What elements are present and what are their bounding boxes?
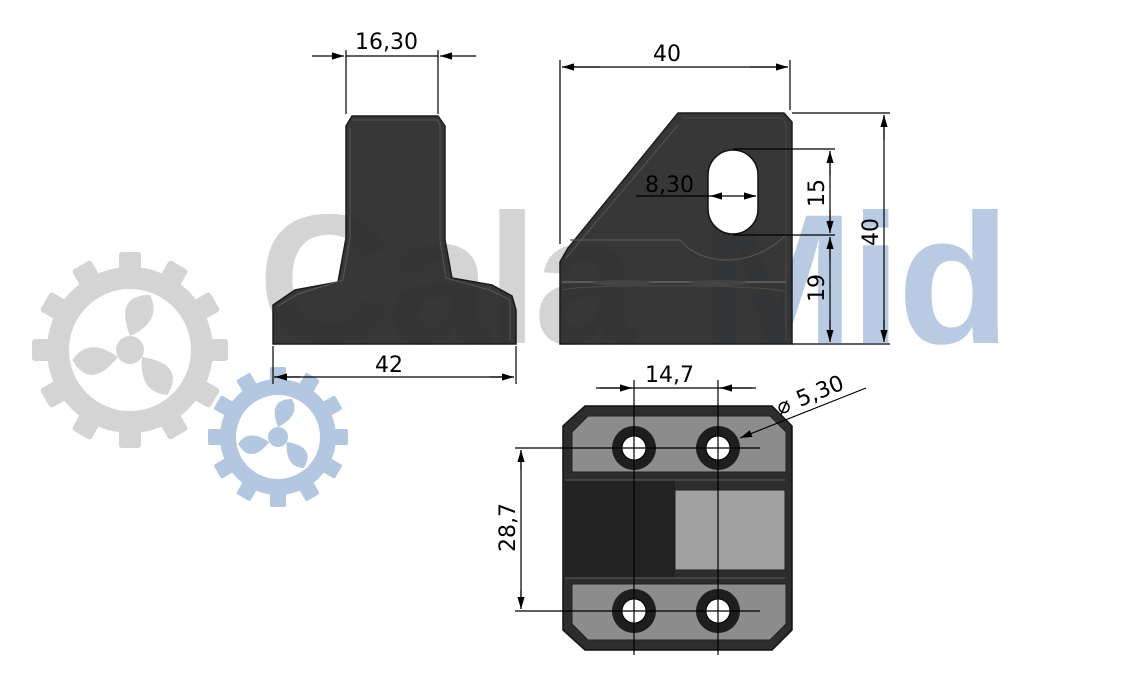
dim-lower-height: 19 — [805, 274, 830, 302]
top-view: 14,7 ⌀ 5,30 28,7 — [496, 363, 867, 655]
dim-front-top-width: 16,30 — [355, 30, 418, 55]
gear-icon — [208, 367, 348, 507]
dim-side-width: 40 — [653, 42, 681, 67]
side-view: 40 8,30 15 19 40 — [559, 42, 890, 345]
dim-total-height: 40 — [859, 218, 884, 246]
dim-row-spacing: 28,7 — [496, 503, 521, 552]
watermark: Cala Mid — [32, 177, 1011, 507]
front-view: 16,30 42 — [272, 30, 517, 384]
dim-slot-height: 15 — [805, 179, 830, 207]
gear-icon — [32, 252, 228, 448]
dim-hole-spacing: 14,7 — [645, 363, 694, 388]
dim-front-bottom-width: 42 — [375, 353, 403, 378]
dim-slot-width: 8,30 — [645, 173, 694, 198]
